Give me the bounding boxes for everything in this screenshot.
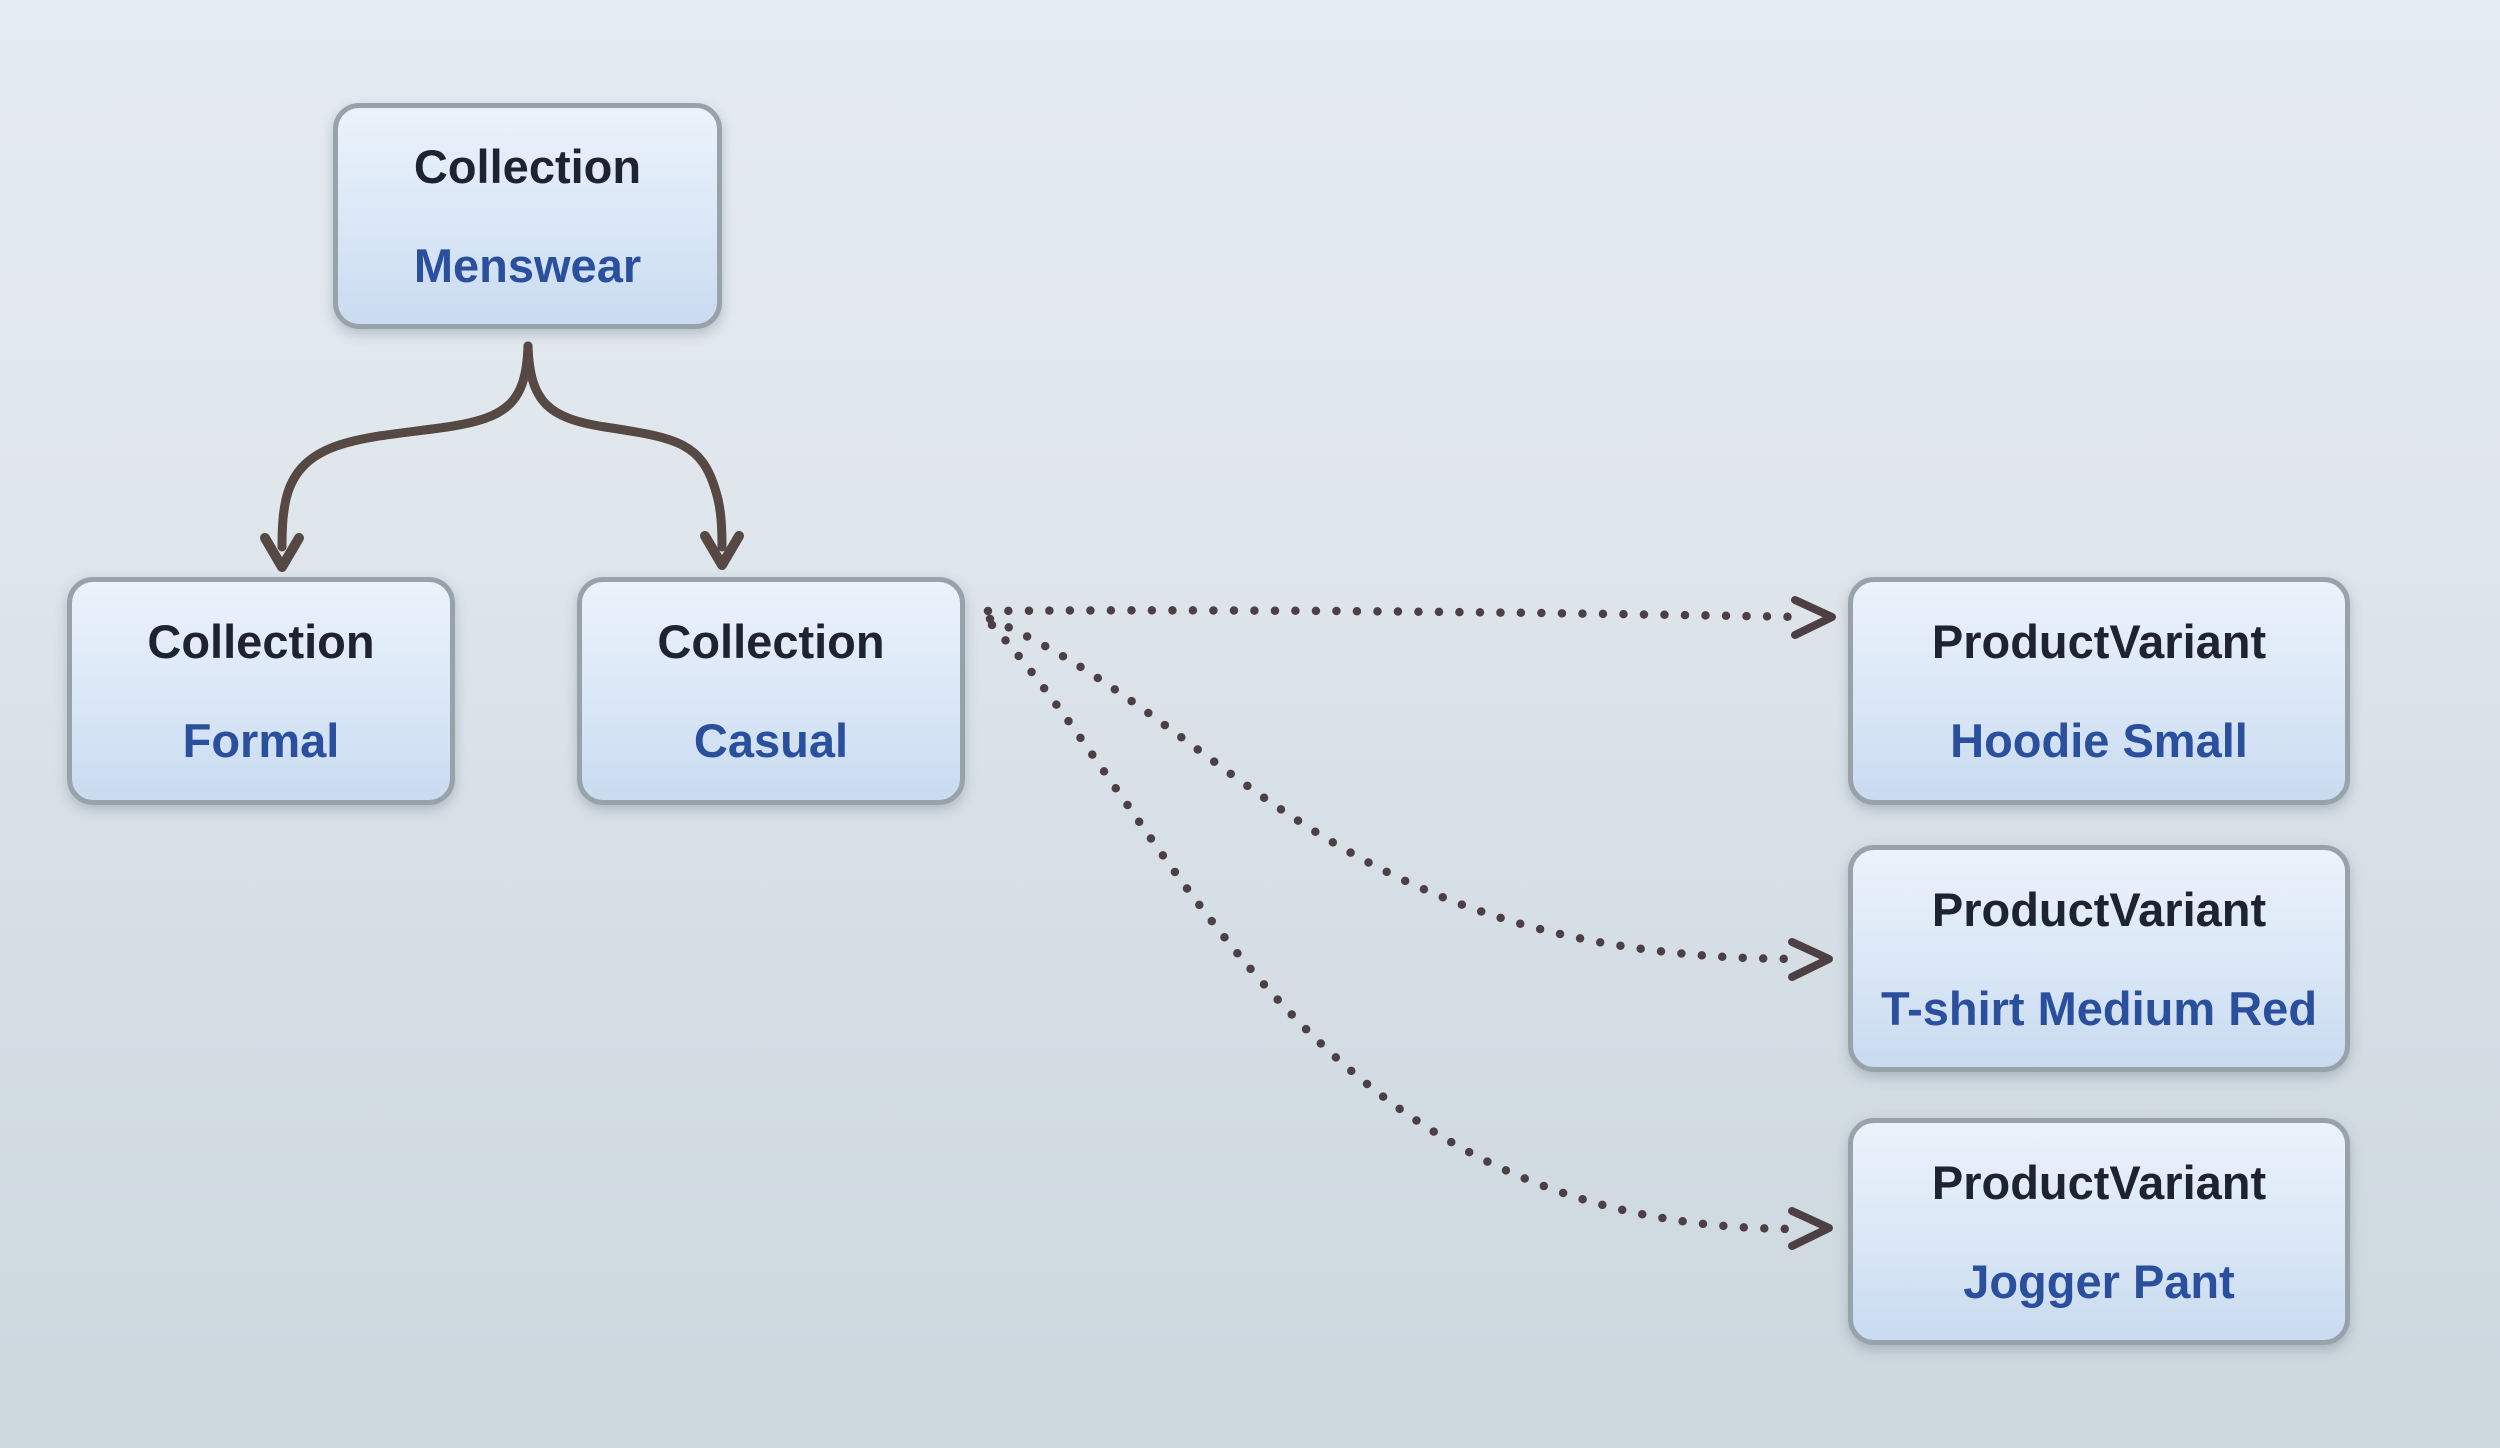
- node-type-label: Collection: [657, 615, 885, 668]
- arrowhead-menswear-casual-icon: [700, 531, 744, 570]
- arrowhead-casual-jogger-icon: [1788, 1207, 1833, 1250]
- node-collection-formal: Collection Formal: [67, 577, 455, 805]
- node-collection-casual: Collection Casual: [577, 577, 965, 805]
- edge-casual-jogger: [987, 620, 1799, 1234]
- node-type-label: ProductVariant: [1931, 882, 2267, 936]
- arrowhead-casual-tshirt-icon: [1788, 938, 1833, 981]
- edge-casual-tshirt: [985, 614, 1801, 964]
- node-type-label: Collection: [413, 140, 642, 193]
- node-name-label: Menswear: [413, 239, 642, 292]
- node-type-label: Collection: [147, 615, 375, 668]
- node-name-label: Casual: [693, 714, 849, 767]
- node-productvariant-hoodie-small: ProductVariant Hoodie Small: [1848, 577, 2350, 805]
- edge-menswear-casual: [523, 341, 727, 552]
- node-productvariant-jogger-pant: ProductVariant Jogger Pant: [1848, 1118, 2350, 1345]
- node-productvariant-tshirt-medium-red: ProductVariant T-shirt Medium Red: [1848, 845, 2350, 1072]
- node-type-label: ProductVariant: [1931, 1155, 2267, 1209]
- node-collection-menswear: Collection Menswear: [333, 103, 722, 329]
- node-name-label: Hoodie Small: [1950, 714, 2248, 767]
- arrowhead-casual-hoodie-icon: [1791, 596, 1836, 639]
- node-name-label: Formal: [182, 714, 340, 767]
- edge-menswear-formal: [277, 341, 533, 552]
- edge-casual-hoodie: [983, 606, 1805, 622]
- node-name-label: T-shirt Medium Red: [1880, 981, 2318, 1035]
- node-type-label: ProductVariant: [1931, 615, 2267, 668]
- node-name-label: Jogger Pant: [1963, 1254, 2235, 1308]
- arrowhead-menswear-formal-icon: [260, 533, 304, 572]
